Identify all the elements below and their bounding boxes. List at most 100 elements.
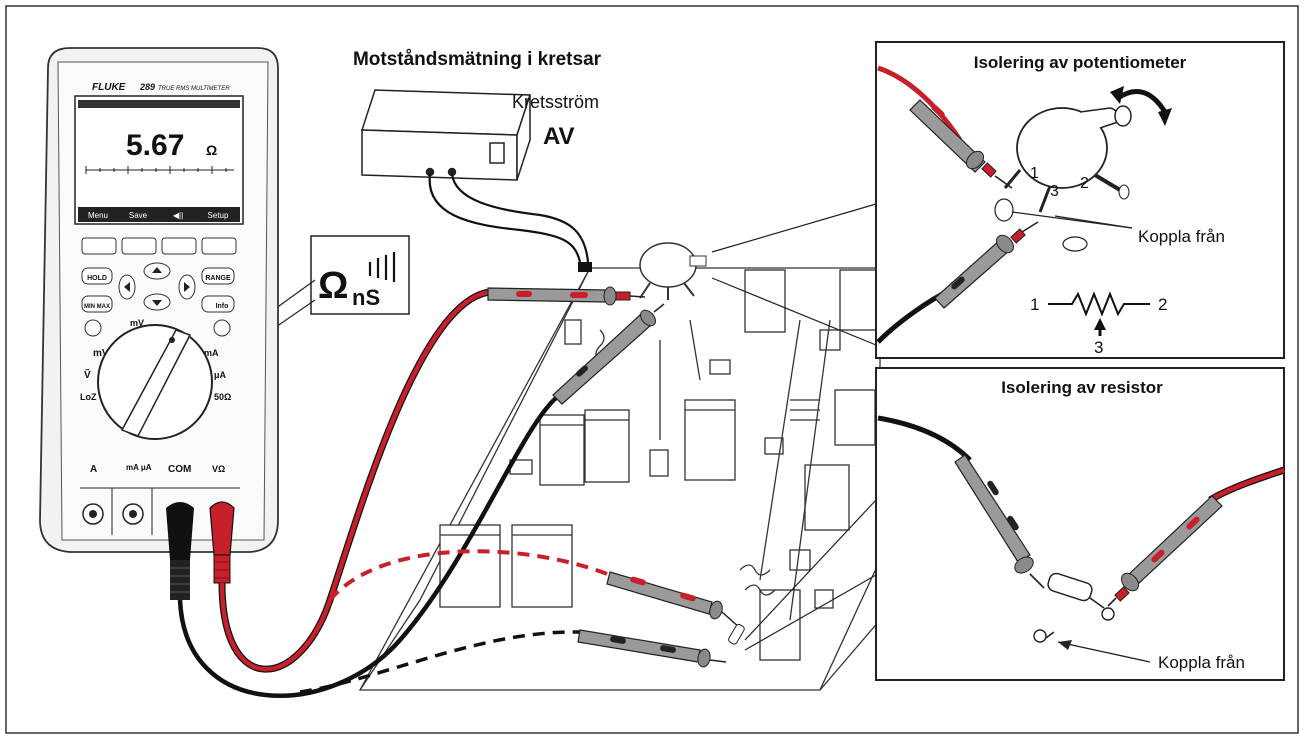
multimeter: FLUKE 289 TRUE RMS MULTIMETER 5.67 Ω Men… [39, 47, 279, 553]
black-lead-wire [177, 396, 558, 699]
power-label-line1: Kretsström [512, 92, 599, 112]
red-probe-alt [606, 571, 741, 629]
black-plug [166, 502, 194, 600]
jack-label-com: COM [168, 464, 191, 475]
info-button[interactable] [201, 295, 235, 313]
power-button[interactable] [84, 319, 102, 337]
red-lead-dashed [328, 549, 611, 602]
potentiometer-panel: Isolering av potentiometer 1 2 3 [875, 41, 1285, 359]
display-value: 5.67 [126, 129, 184, 162]
circuit-board [358, 267, 881, 691]
ic-chip [804, 464, 850, 531]
dial-label-ma: mA [204, 348, 219, 358]
jack-label-ma-ua: mA μA [126, 463, 152, 472]
ic-chip [684, 399, 736, 481]
hold-button-label: HOLD [87, 275, 107, 282]
display-status-bar [78, 100, 240, 108]
pot-pin-3: 3 [1050, 183, 1059, 200]
dial-label-ua: μA [214, 370, 227, 380]
power-label-line2: AV [543, 123, 575, 150]
jack-label-a: A [90, 464, 97, 475]
hold-button[interactable] [81, 267, 113, 285]
pot-pin-2: 2 [1080, 175, 1089, 192]
arrow-down-icon [152, 300, 162, 306]
jack-label-v-ohm: VΩ [212, 464, 225, 474]
schematic-pin-wiper: 3 [1094, 338, 1103, 357]
black-probe-alt [577, 629, 727, 668]
ic-chip [759, 589, 801, 661]
ic-chip [584, 409, 630, 483]
power-supply-box [360, 89, 532, 181]
ic-chip [834, 389, 876, 446]
panel-red-wire [1208, 467, 1285, 502]
main-title: Motståndsmätning i kretsar [353, 49, 602, 70]
minmax-button[interactable] [81, 295, 113, 313]
disconnected-pad [994, 198, 1014, 222]
meter-display [74, 95, 244, 225]
minmax-button-label: MIN MAX [84, 304, 110, 310]
dial-label-v: Ṽ [84, 368, 91, 381]
arrow-left-icon [1058, 640, 1072, 650]
range-button-label: RANGE [205, 275, 231, 282]
mode-callout-box [310, 235, 410, 315]
meter-model-desc: TRUE RMS MULTIMETER [158, 86, 230, 92]
f2-button[interactable] [121, 237, 157, 255]
softkey-4[interactable]: Setup [208, 211, 229, 220]
panel-red-wire [877, 65, 963, 142]
outer-frame [5, 5, 1299, 734]
softkey-bar [78, 207, 240, 222]
meter-brand: FLUKE [92, 82, 126, 93]
board-potentiometer [639, 242, 707, 300]
dial-label-mv: mV [93, 348, 109, 359]
disconnect-pointer [1057, 641, 1151, 663]
info-button-label: Info [216, 303, 229, 310]
isolated-resistor [1047, 572, 1115, 621]
dial-label-50: 50Ω [214, 392, 231, 402]
zoom-line [744, 499, 877, 641]
range-button[interactable] [201, 267, 235, 285]
wiper-arrow-icon [1094, 318, 1106, 330]
red-probe [487, 286, 646, 306]
potentiometer-panel-title: Isolering av potentiometer [974, 53, 1187, 72]
f4-button[interactable] [201, 237, 237, 255]
panel-black-wire [877, 415, 972, 462]
zoom-line [711, 277, 877, 346]
dial-pointer-dot [169, 337, 175, 343]
dial-label-loz: LoZ [80, 392, 97, 402]
display-bargraph [85, 166, 234, 174]
ic-chip [839, 269, 879, 331]
board-resistor [728, 623, 745, 645]
red-plug [209, 501, 235, 584]
schematic-pin-left: 1 [1030, 295, 1039, 314]
display-unit: Ω [206, 142, 217, 158]
supply-wire [428, 173, 582, 263]
resistor-panel-title: Isolering av resistor [1001, 378, 1163, 397]
pot-disconnect-label: Koppla från [1138, 227, 1225, 246]
meter-model: 289 [139, 82, 155, 92]
arrow-right-icon [184, 282, 190, 292]
arrow-up-icon [152, 267, 162, 273]
beeper-icon [368, 252, 396, 282]
resistor-disconnect-label: Koppla från [1158, 653, 1245, 672]
callout-ns-symbol: nS [352, 285, 380, 310]
schematic-resistor-zigzag [1048, 291, 1150, 317]
supply-wire [450, 173, 590, 263]
f3-button[interactable] [161, 237, 197, 255]
softkey-2[interactable]: Save [129, 211, 148, 220]
rotary-dial-knob[interactable] [120, 329, 192, 437]
rotate-arrow-icon [1116, 89, 1168, 114]
potentiometer-body [1003, 105, 1132, 213]
ic-chip [744, 269, 786, 333]
backlight-button[interactable] [213, 319, 231, 337]
disconnected-lead-end [1033, 629, 1047, 643]
softkey-1[interactable]: Menu [88, 211, 108, 220]
panel-red-probe [909, 99, 986, 173]
resistor-panel: Isolering av resistor Koppla från [875, 367, 1286, 681]
dial-label-mv-ohm: mV [130, 318, 144, 328]
schematic-pin-right: 2 [1158, 295, 1167, 314]
f1-button[interactable] [81, 237, 117, 255]
softkey-3[interactable]: ◀|| [173, 211, 183, 220]
black-probe [552, 303, 665, 405]
